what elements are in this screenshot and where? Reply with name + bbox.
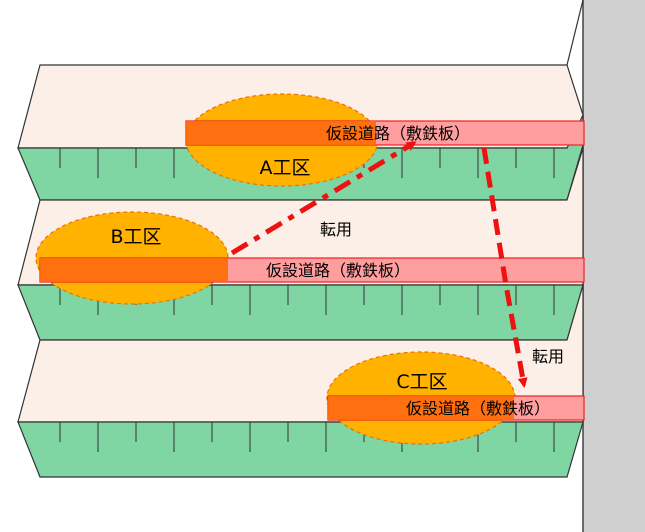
zone-a-label: A工区 bbox=[260, 157, 311, 179]
zone-c-road-label: 仮設道路（敷鉄板） bbox=[406, 399, 550, 418]
zone-b-road-overlap bbox=[40, 258, 228, 282]
transfer-label-b-to-a: 転用 bbox=[320, 220, 352, 239]
tier-1-wall-slope bbox=[566, 0, 584, 66]
zone-a: 仮設道路（敷鉄板） A工区 bbox=[185, 93, 585, 187]
tier-3-ticks bbox=[59, 422, 555, 452]
zone-c: 仮設道路（敷鉄板） C工区 bbox=[326, 351, 585, 445]
tier-2-ticks bbox=[59, 285, 555, 315]
zone-a-road-label: 仮設道路（敷鉄板） bbox=[326, 124, 470, 143]
zone-b-label: B工区 bbox=[110, 226, 161, 248]
zone-b: 仮設道路（敷鉄板） B工区 bbox=[35, 211, 585, 305]
transfer-arrow-b-to-a bbox=[230, 140, 417, 256]
tier-3-cut-face bbox=[17, 421, 584, 478]
transfer-label-a-to-c: 転用 bbox=[532, 347, 564, 366]
zone-a-road-overlap bbox=[186, 121, 376, 145]
zone-b-road-label: 仮設道路（敷鉄板） bbox=[266, 261, 410, 280]
zone-c-road-overlap bbox=[328, 396, 514, 420]
retaining-wall bbox=[583, 0, 645, 532]
transfer-arrow-a-to-c bbox=[481, 147, 528, 388]
zone-c-label: C工区 bbox=[396, 371, 447, 393]
